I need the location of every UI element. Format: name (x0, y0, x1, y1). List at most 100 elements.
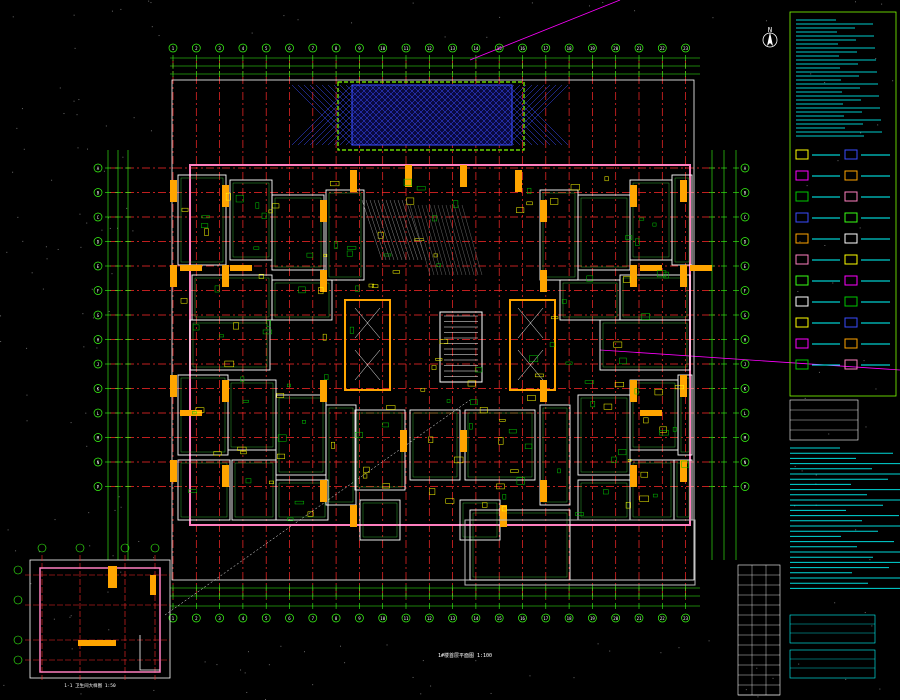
fixture (561, 299, 567, 304)
fixture (611, 456, 617, 463)
speckle (745, 689, 747, 691)
room-inner (632, 182, 670, 258)
speckle (138, 540, 140, 542)
speckle (280, 645, 282, 647)
fixture (469, 423, 473, 430)
structural-column (460, 430, 467, 452)
axis-bubble (740, 212, 750, 222)
axis-bubble-label: 1 (172, 46, 175, 51)
hatch-line (393, 84, 455, 146)
speckle (412, 2, 414, 4)
leader-line (469, 0, 621, 61)
legend-swatch (844, 296, 858, 307)
hatch-line (377, 199, 399, 261)
fixture (498, 437, 504, 445)
hatch-line (309, 84, 371, 146)
hatch-line (333, 84, 395, 146)
speckle (251, 32, 253, 34)
axis-bubble-label: 17 (543, 616, 548, 621)
speckle (386, 644, 388, 646)
speckle (609, 650, 611, 652)
structural-column (405, 165, 412, 187)
fixture (659, 429, 669, 436)
structural-column (222, 185, 229, 207)
fixture (347, 246, 357, 250)
speckle (216, 664, 218, 666)
speckle (268, 664, 270, 666)
fixture (534, 373, 544, 378)
axis-bubble-label: 11 (404, 616, 409, 621)
speckle (158, 35, 160, 37)
fixture (298, 286, 306, 294)
axis-bubble-label: H (97, 337, 100, 342)
fixture (634, 388, 639, 395)
room-wall (359, 499, 401, 541)
speckle (88, 512, 90, 514)
axis-bubble (285, 43, 294, 53)
legend-frame (789, 11, 897, 397)
axis-bubble-label: 6 (288, 46, 291, 51)
structural-column (515, 170, 522, 192)
speckle (108, 629, 110, 631)
structural-column (540, 380, 547, 402)
speckle (148, 0, 150, 2)
legend-swatch (795, 338, 809, 349)
structural-column (460, 165, 467, 187)
axis-bubble (611, 43, 621, 53)
axis-bubble-label: 15 (497, 46, 502, 51)
fixture (277, 434, 287, 442)
axis-bubble-label: 7 (312, 616, 315, 621)
legend-swatch (795, 275, 809, 286)
hatch-line (477, 84, 539, 146)
fixture (470, 399, 478, 406)
detail-inset (13, 543, 171, 680)
elevator-cross (354, 307, 381, 339)
room-inner (192, 322, 268, 368)
axis-bubble-label: F (744, 288, 747, 293)
speckle (875, 58, 877, 60)
fixture (623, 276, 631, 283)
axis-bubble-label: 2 (195, 616, 198, 621)
speckle (660, 652, 662, 654)
speckle (588, 5, 590, 7)
legend-swatch (844, 317, 858, 328)
axis-bubble-label: L (744, 411, 747, 416)
axis-bubbles: 1122334455667788991010111112121313141415… (93, 43, 750, 623)
structural-column (170, 180, 177, 202)
hatch-line (501, 84, 563, 146)
axis-bubble-label: M (744, 435, 747, 440)
fixture (529, 355, 539, 363)
hatch-line (453, 204, 475, 276)
detail-axis-bubble (13, 595, 23, 605)
speckle (678, 647, 680, 649)
hatch-line (507, 84, 569, 146)
fixture (416, 186, 426, 191)
speckle (15, 550, 17, 552)
fixture (192, 411, 197, 415)
speckle (875, 388, 877, 390)
speckle (91, 288, 93, 290)
structural-column (170, 460, 177, 482)
fixture (225, 192, 231, 201)
speckle (892, 80, 894, 82)
speckle (0, 341, 2, 343)
speckle (54, 519, 56, 521)
axis-bubble (657, 43, 667, 53)
speckle (810, 73, 812, 75)
room-wall (464, 409, 536, 481)
speckle (59, 87, 61, 89)
hatch-line (441, 204, 463, 276)
schedule-table (737, 564, 781, 696)
legend-swatch (795, 254, 809, 265)
axis-bubble (168, 43, 178, 53)
fixture (614, 382, 624, 388)
axis-bubble-label: 2 (195, 46, 198, 51)
speckle (351, 22, 353, 24)
structural-column (630, 185, 637, 207)
axis-bubble-label: 14 (473, 46, 478, 51)
axis-bubble (541, 613, 551, 623)
axis-bubble-label: M (97, 435, 100, 440)
axis-bubble (634, 613, 644, 623)
speckle (3, 684, 5, 686)
